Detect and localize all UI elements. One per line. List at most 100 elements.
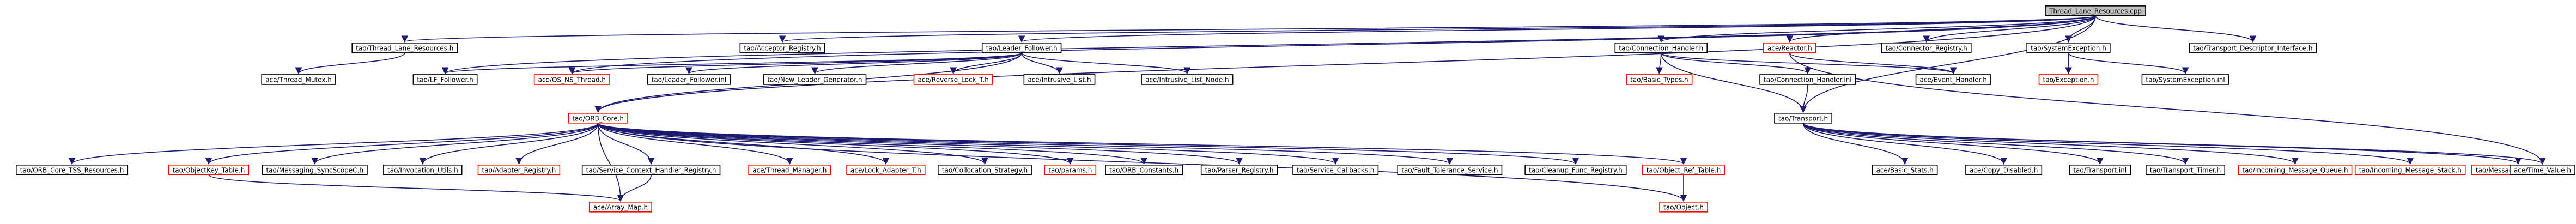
- edge-leader-follower-h-to-os-ns-thread-h: [568, 52, 1022, 75]
- node-objectkey-table-h[interactable]: tao/ObjectKey_Table.h: [168, 164, 250, 175]
- node-lf-follower-h[interactable]: tao/LF_Follower.h: [412, 74, 478, 85]
- node-adapter-registry-h[interactable]: tao/Adapter_Registry.h: [477, 164, 561, 175]
- node-incoming-message-queue-h[interactable]: tao/Incoming_Message_Queue.h: [2238, 164, 2353, 175]
- node-messaging-syncscopec-h[interactable]: tao/Messaging_SyncScopeC.h: [262, 164, 368, 175]
- node-leader-follower-h[interactable]: tao/Leader_Follower.h: [981, 43, 1062, 53]
- node-label: tao/ObjectKey_Table.h: [173, 166, 245, 174]
- node-label: tao/Parser_Registry.h: [1205, 166, 1274, 174]
- node-acceptor-registry-h[interactable]: tao/Acceptor_Registry.h: [739, 43, 825, 53]
- edge-transport-h-to-incoming-message-stack-h: [1802, 123, 2414, 165]
- node-service-context-handler-registry-h[interactable]: tao/Service_Context_Handler_Registry.h: [581, 164, 721, 175]
- node-label: ace/Basic_Stats.h: [1876, 166, 1933, 174]
- node-orb-core-tss-resources-h[interactable]: tao/ORB_Core_TSS_Resources.h: [16, 164, 129, 175]
- node-label: tao/ORB_Constants.h: [1109, 166, 1178, 174]
- node-orb-core-h[interactable]: tao/ORB_Core.h: [568, 113, 628, 124]
- node-thread-mutex-h[interactable]: ace/Thread_Mutex.h: [261, 74, 336, 85]
- node-os-ns-thread-h[interactable]: ace/OS_NS_Thread.h: [533, 74, 610, 85]
- node-box: [1626, 74, 1693, 85]
- node-box: [568, 113, 628, 124]
- edge-leader-follower-h-to-new-leader-generator-h: [811, 52, 1022, 75]
- nodes[interactable]: Thread_Lane_Resources.cpp tao/Thread_Lane…: [16, 5, 2575, 213]
- node-connection-handler-h[interactable]: tao/Connection_Handler.h: [1614, 43, 1708, 53]
- node-transport-h[interactable]: tao/Transport.h: [1774, 113, 1832, 124]
- node-exception-h[interactable]: tao/Exception.h: [2038, 74, 2099, 85]
- edge-reactor-h-to-event-handler-h: [1789, 52, 1957, 75]
- node-new-leader-generator-h[interactable]: tao/New_Leader_Generator.h: [763, 74, 867, 85]
- node-label: tao/Connection_Handler.h: [1619, 44, 1703, 52]
- node-root[interactable]: Thread_Lane_Resources.cpp: [2045, 5, 2146, 16]
- node-transport-timer-h[interactable]: tao/Transport_Timer.h: [2146, 164, 2226, 175]
- node-label: tao/Object_Ref_Table.h: [1647, 166, 1721, 174]
- edge-leader-follower-h-to-leader-follower-inl: [685, 52, 1022, 75]
- edge-orb-core-h-to-orb-constants-h: [597, 123, 1147, 165]
- edge-service-context-handler-registry-h-to-array-map-h: [617, 174, 652, 202]
- node-label: tao/Connection_Handler.inl: [1764, 76, 1852, 83]
- node-intrusive-list-h[interactable]: ace/Intrusive_List.h: [1023, 74, 1096, 85]
- node-label: tao/ORB_Core.h: [572, 114, 624, 122]
- node-fault-tolerance-service-h[interactable]: tao/Fault_Tolerance_Service.h: [1397, 164, 1503, 175]
- node-array-map-h[interactable]: ace/Array_Map.h: [588, 202, 652, 213]
- node-thread-lane-resources-h[interactable]: tao/Thread_Lane_Resources.h: [351, 43, 458, 53]
- node-label: Thread_Lane_Resources.cpp: [2049, 7, 2142, 15]
- edge-orb-core-h-to-object-h: [597, 123, 1687, 202]
- node-orb-constants-h[interactable]: tao/ORB_Constants.h: [1105, 164, 1183, 175]
- node-label: tao/Cleanup_Func_Registry.h: [1529, 166, 1623, 174]
- node-leader-follower-inl[interactable]: tao/Leader_Follower.inl: [647, 74, 731, 85]
- node-transport-descriptor-interface-h[interactable]: tao/Transport_Descriptor_Interface.h: [2189, 43, 2317, 53]
- node-box: [351, 43, 458, 53]
- node-box: [1044, 164, 1097, 175]
- node-collocation-strategy-h[interactable]: tao/Collocation_Strategy.h: [938, 164, 1032, 175]
- node-intrusive-list-node-h[interactable]: ace/Intrusive_List_Node.h: [1141, 74, 1234, 85]
- node-label: tao/Leader_Follower.inl: [652, 76, 727, 83]
- node-event-handler-h[interactable]: ace/Event_Handler.h: [1915, 74, 1991, 85]
- edge-root-to-transport-descriptor-interface-h: [2095, 15, 2257, 43]
- node-parser-registry-h[interactable]: tao/Parser_Registry.h: [1200, 164, 1278, 175]
- node-box: [1774, 113, 1832, 124]
- node-service-callbacks-h[interactable]: tao/Service_Callbacks.h: [1292, 164, 1379, 175]
- node-label: tao/Exception.h: [2043, 76, 2094, 83]
- node-box: [588, 202, 652, 213]
- node-label: tao/Invocation_Utils.h: [387, 166, 458, 174]
- node-incoming-message-stack-h[interactable]: tao/Incoming_Message_Stack.h: [2354, 164, 2466, 175]
- node-system-exception-h[interactable]: tao/SystemException.h: [2026, 43, 2111, 53]
- node-time-value-h[interactable]: ace/Time_Value.h: [2510, 164, 2575, 175]
- node-label: tao/Transport_Descriptor_Interface.h: [2193, 44, 2312, 52]
- node-box: [981, 43, 1062, 53]
- node-object-h[interactable]: tao/Object.h: [1659, 202, 1708, 213]
- node-cleanup-func-registry-h[interactable]: tao/Cleanup_Func_Registry.h: [1524, 164, 1627, 175]
- node-box: [262, 164, 368, 175]
- node-box: [1763, 43, 1816, 53]
- edge-objectkey-table-h-to-array-map-h: [208, 174, 624, 202]
- edge-orb-core-h-to-service-callbacks-h: [597, 123, 1339, 165]
- node-box: [1759, 74, 1856, 85]
- node-connector-registry-h[interactable]: tao/Connector_Registry.h: [1881, 43, 1972, 53]
- node-box: [846, 164, 926, 175]
- node-label: ace/Reactor.h: [1767, 44, 1812, 52]
- edge-connection-handler-inl-to-transport-h: [1800, 84, 1808, 113]
- node-copy-disabled-h[interactable]: ace/Copy_Disabled.h: [1965, 164, 2043, 175]
- node-box: [1659, 202, 1708, 213]
- node-box: [1105, 164, 1183, 175]
- edge-root-to-connection-handler-h: [1657, 15, 2096, 43]
- node-params-h[interactable]: tao/params.h: [1044, 164, 1097, 175]
- node-reverse-lock-t-h[interactable]: ace/Reverse_Lock_T.h: [913, 74, 993, 85]
- node-object-ref-table-h[interactable]: tao/Object_Ref_Table.h: [1642, 164, 1726, 175]
- edge-leader-follower-h-to-lf-follower-h: [442, 52, 1022, 75]
- node-box: [1965, 164, 2043, 175]
- node-system-exception-inl[interactable]: tao/SystemException.inl: [2141, 74, 2229, 85]
- node-label: tao/Thread_Lane_Resources.h: [356, 44, 453, 52]
- node-invocation-utils-h[interactable]: tao/Invocation_Utils.h: [383, 164, 463, 175]
- node-box: [748, 164, 831, 175]
- node-connection-handler-inl[interactable]: tao/Connection_Handler.inl: [1759, 74, 1856, 85]
- node-basic-stats-h[interactable]: ace/Basic_Stats.h: [1872, 164, 1938, 175]
- edge-root-to-leader-follower-h: [1018, 15, 2096, 43]
- node-box: [1614, 43, 1708, 53]
- node-box: [647, 74, 731, 85]
- node-transport-inl[interactable]: tao/Transport.inl: [2069, 164, 2131, 175]
- node-thread-manager-h[interactable]: ace/Thread_Manager.h: [748, 164, 831, 175]
- node-basic-types-h[interactable]: tao/Basic_Types.h: [1626, 74, 1693, 85]
- node-lock-adapter-t-h[interactable]: ace/Lock_Adapter_T.h: [846, 164, 926, 175]
- node-label: ace/Reverse_Lock_T.h: [918, 76, 989, 83]
- node-label: tao/SystemException.inl: [2146, 76, 2225, 83]
- node-reactor-h[interactable]: ace/Reactor.h: [1763, 43, 1816, 53]
